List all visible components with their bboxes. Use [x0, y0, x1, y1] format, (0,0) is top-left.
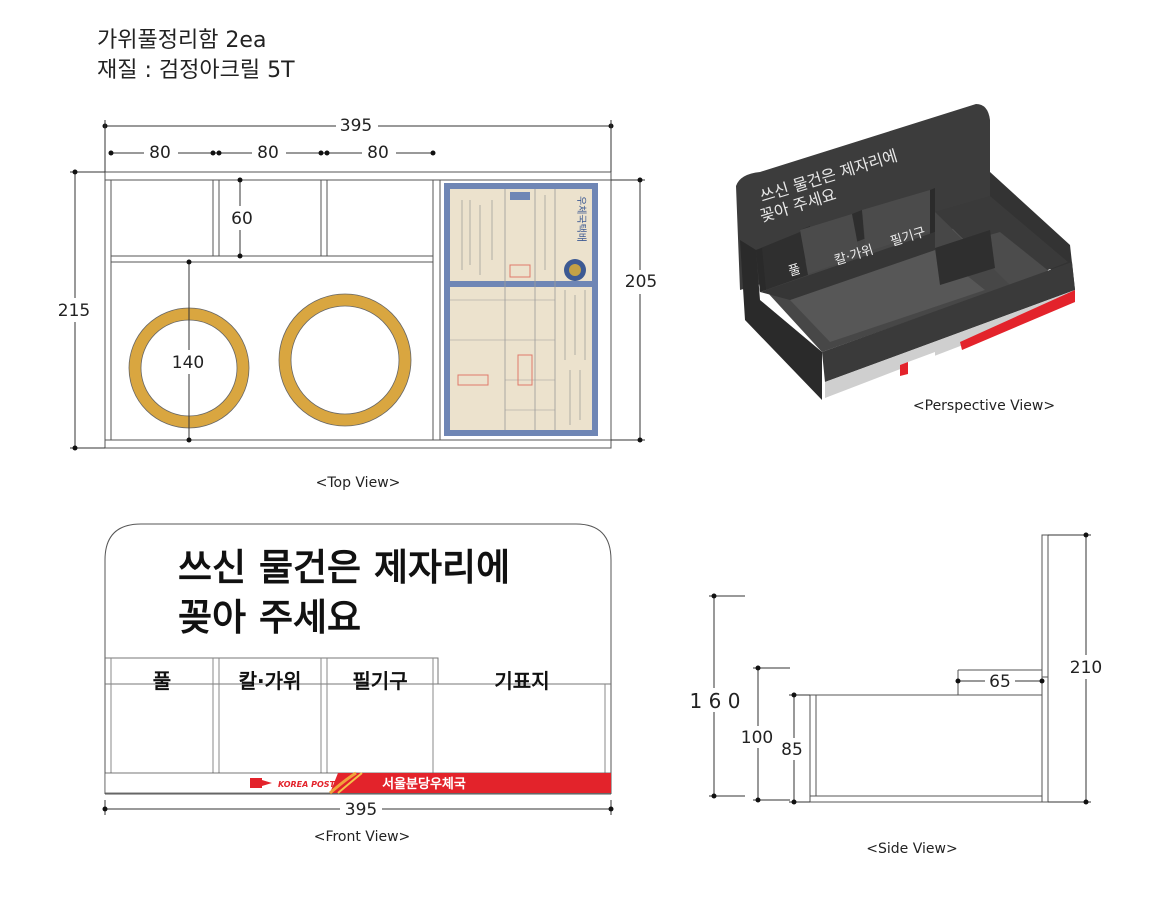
product-name: 가위풀정리함 2ea: [97, 28, 267, 53]
dim-total-width: 395: [340, 116, 372, 136]
side-dim-85: 85: [781, 740, 803, 760]
front-outline: [104, 523, 612, 794]
front-sign-line2: 꽂아 주세요: [178, 596, 361, 639]
top-view-dim-labels: 395 80 80 80 60 140 215 205 <Top View>: [56, 115, 662, 491]
postal-form-illustration: 우체국택배: [444, 183, 598, 436]
korea-post-logo-icon: [250, 778, 262, 788]
perspective-label-strip: [825, 290, 1075, 398]
side-view-dim-labels: 1 6 0 100 85 65 210 <Side View>: [684, 655, 1106, 857]
side-dim-100: 100: [741, 728, 773, 748]
material-spec: 재질 : 검정아크릴 5T: [97, 58, 295, 83]
front-label-glue: 풀: [153, 669, 171, 693]
side-view-caption: <Side View>: [866, 841, 957, 857]
side-back-panel: [1041, 534, 1049, 803]
side-dim-160: 1 6 0: [690, 689, 741, 713]
perspective-view-caption: <Perspective View>: [913, 398, 1055, 414]
front-view: KOREA POST 서울분당우체국 쓰신 물건은 제자리에 꽂아 주세요 풀 …: [102, 523, 614, 845]
front-dim-width: 395: [345, 800, 377, 820]
top-view-caption: <Top View>: [316, 475, 401, 491]
front-sign-line1: 쓰신 물건은 제자리에: [178, 546, 510, 589]
dim-small-compartment: 60: [231, 209, 253, 229]
side-view-dimensions: [709, 532, 1091, 805]
glue-holder-ring-right: [279, 294, 411, 426]
front-label-knife: 칼·가위: [239, 669, 302, 693]
dim-section-2: 80: [257, 143, 279, 163]
perspective-view: 쓰신 물건은 제자리에 꽂아 주세요 풀 칼·가위 필기구 <Perspecti…: [736, 104, 1075, 414]
side-body: [809, 694, 1043, 803]
perspective-label-glue: 풀: [787, 262, 803, 280]
dim-inner-height: 205: [625, 272, 657, 292]
front-office-name: 서울분당우체국: [382, 776, 466, 792]
korea-post-brand: KOREA POST: [278, 780, 336, 789]
side-view: [809, 534, 1049, 803]
front-view-caption: <Front View>: [314, 829, 411, 845]
side-dim-65: 65: [989, 672, 1011, 692]
dim-circle: 140: [172, 353, 204, 373]
dim-section-1: 80: [149, 143, 171, 163]
side-dim-210: 210: [1070, 658, 1102, 678]
top-outer-frame: [104, 171, 612, 449]
front-label-forms: 기표지: [494, 669, 549, 693]
dim-outer-height: 215: [58, 301, 90, 321]
dim-section-3: 80: [367, 143, 389, 163]
form-title: 우체국택배: [575, 196, 587, 242]
front-label-pens: 필기구: [352, 669, 407, 693]
